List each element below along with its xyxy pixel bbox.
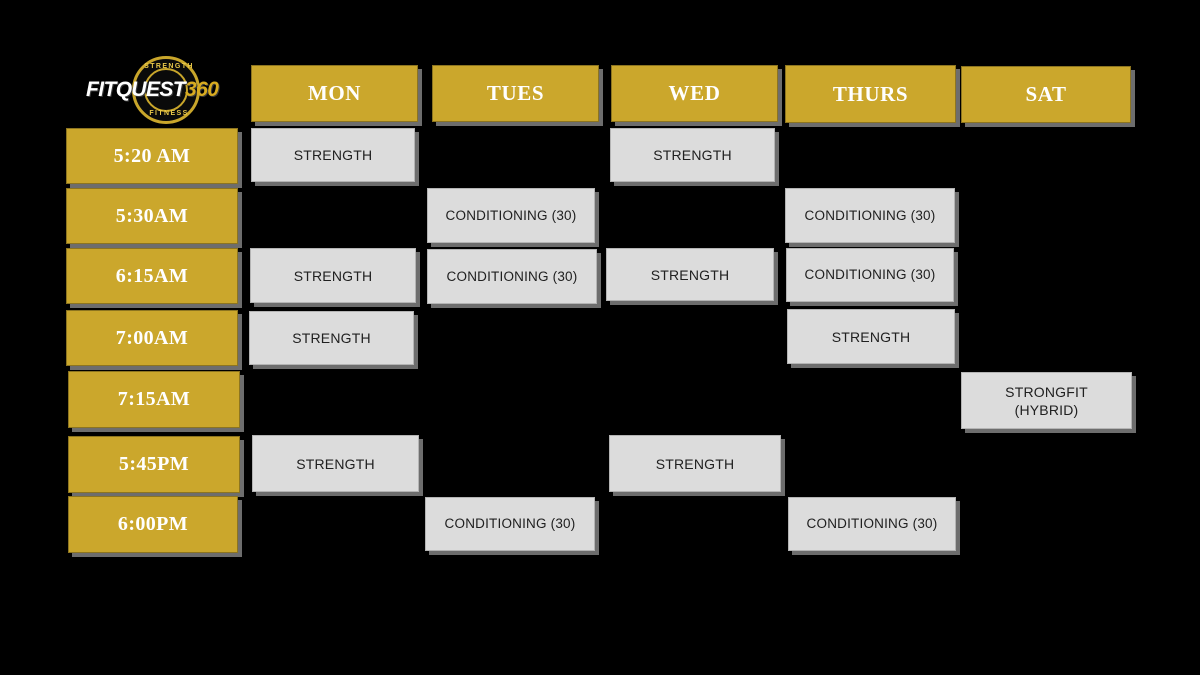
time-slot-label[interactable]: 5:20 AM bbox=[66, 128, 238, 184]
class-cell-line: (HYBRID) bbox=[1014, 401, 1079, 418]
time-slot-label[interactable]: 5:30AM bbox=[66, 188, 238, 244]
class-cell[interactable]: STRENGTH bbox=[787, 309, 955, 364]
class-cell[interactable]: STRENGTH bbox=[610, 128, 775, 182]
class-cell[interactable]: CONDITIONING (30) bbox=[425, 497, 595, 551]
fitquest360-logo: STRENGTH FITNESS FITQUEST360 bbox=[86, 56, 246, 128]
class-cell[interactable]: STRENGTH bbox=[251, 128, 415, 182]
day-header-tues[interactable]: TUES bbox=[432, 65, 599, 122]
day-header-thurs[interactable]: THURS bbox=[785, 65, 956, 123]
class-cell[interactable]: STRENGTH bbox=[609, 435, 781, 492]
day-header-sat[interactable]: SAT bbox=[961, 66, 1131, 123]
time-slot-label[interactable]: 6:15AM bbox=[66, 248, 238, 304]
class-cell[interactable]: STRENGTH bbox=[250, 248, 416, 303]
time-slot-label[interactable]: 5:45PM bbox=[68, 436, 240, 493]
class-cell[interactable]: STRENGTH bbox=[252, 435, 419, 492]
logo-badge-bottom-text: FITNESS bbox=[149, 110, 189, 117]
class-cell[interactable]: STRENGTH bbox=[249, 311, 414, 365]
class-cell-line: STRONGFIT bbox=[1005, 383, 1088, 400]
class-cell[interactable]: CONDITIONING (30) bbox=[786, 248, 954, 302]
logo-wordmark: FITQUEST360 bbox=[86, 78, 246, 102]
logo-name-suffix: 360 bbox=[185, 78, 219, 101]
time-slot-label[interactable]: 6:00PM bbox=[68, 496, 238, 553]
day-header-wed[interactable]: WED bbox=[611, 65, 778, 122]
class-cell[interactable]: STRENGTH bbox=[606, 248, 774, 301]
time-slot-label[interactable]: 7:15AM bbox=[68, 371, 240, 428]
class-cell[interactable]: CONDITIONING (30) bbox=[785, 188, 955, 243]
class-cell[interactable]: CONDITIONING (30) bbox=[427, 249, 597, 304]
logo-badge-icon: STRENGTH FITNESS bbox=[132, 56, 200, 124]
day-header-mon[interactable]: MON bbox=[251, 65, 418, 122]
time-slot-label[interactable]: 7:00AM bbox=[66, 310, 238, 366]
class-cell[interactable]: STRONGFIT(HYBRID) bbox=[961, 372, 1132, 429]
logo-name-primary: FITQUEST bbox=[86, 78, 186, 101]
logo-badge-top-text: STRENGTH bbox=[144, 63, 194, 70]
class-cell[interactable]: CONDITIONING (30) bbox=[788, 497, 956, 551]
logo-badge-inner-ring bbox=[144, 68, 188, 112]
class-cell[interactable]: CONDITIONING (30) bbox=[427, 188, 595, 243]
